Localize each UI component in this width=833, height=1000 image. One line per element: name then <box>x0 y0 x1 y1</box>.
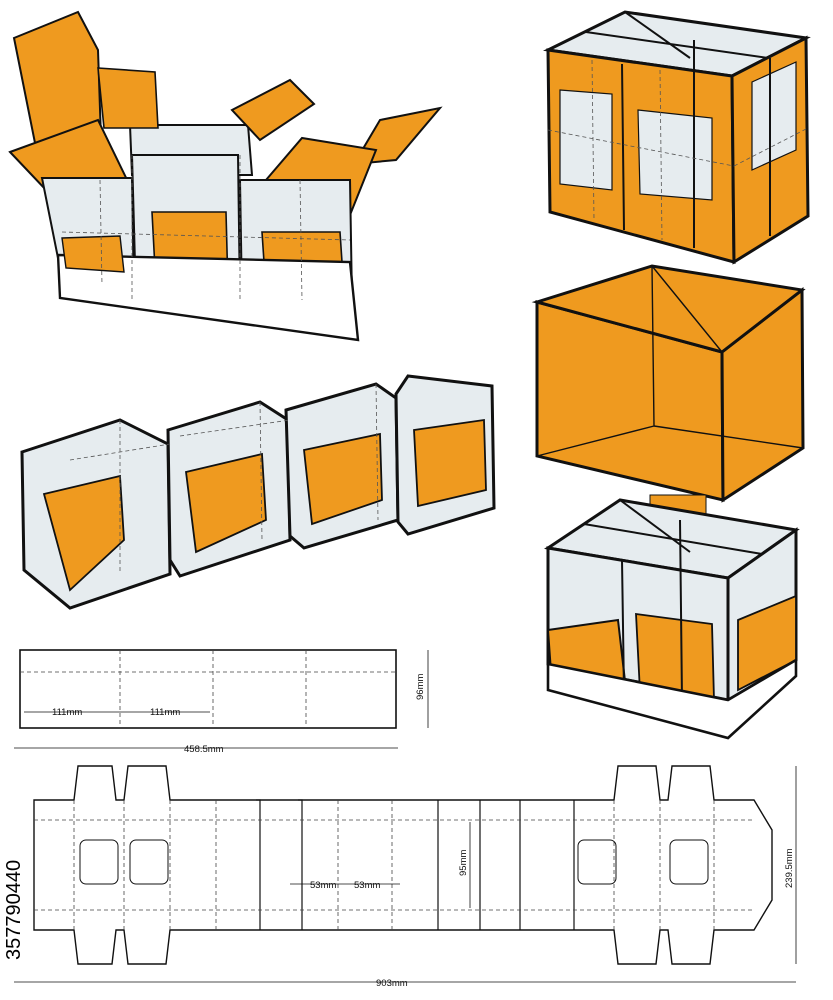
cube-dashed-lines <box>547 59 809 241</box>
dieline-window-2 <box>129 839 169 885</box>
total-width-label: 903mm <box>376 978 408 989</box>
cell4-window <box>413 418 487 508</box>
insert-assembly <box>544 498 800 740</box>
dieline-window-3 <box>577 839 617 885</box>
cube-inner-cutout-center <box>637 109 713 201</box>
flat-width-label-1: 111mm <box>52 707 82 718</box>
four-cell-insert <box>20 374 496 610</box>
dieline-window-1 <box>79 839 119 885</box>
stock-id-text: 357790440 <box>3 860 25 960</box>
cube-inner-cutout-left <box>559 89 613 191</box>
box-inner-tray-left <box>61 235 125 273</box>
flat-total-label: 458.5mm <box>184 744 224 755</box>
insert-dash-lines <box>69 383 379 574</box>
dieline-tabs <box>256 799 575 930</box>
inner-width-label-right: 53mm <box>354 880 380 891</box>
flat-height-label: 96mm <box>415 674 426 700</box>
open-flap-right-top <box>230 78 316 142</box>
flat-panel-fold-lines <box>20 650 396 728</box>
flat-panel-drawing: 111mm 111mm 96mm 458.5mm <box>14 649 429 755</box>
closed-cube <box>542 10 811 265</box>
cube-inner-cutout-right <box>751 61 797 171</box>
open-flap-left-top <box>97 67 159 129</box>
orange-outer-sleeve <box>531 264 806 518</box>
flat-width-label-2: 111mm <box>150 707 180 718</box>
inner-width-label-left: 53mm <box>310 880 336 891</box>
sleeve-top <box>531 264 806 354</box>
box-fold-lines <box>61 155 351 301</box>
cube-division-lines <box>585 11 771 248</box>
full-dieline: 53mm 53mm 95mm 239.5mm 903mm <box>14 765 797 989</box>
cell3-window <box>303 432 383 526</box>
insert-bottom-rim <box>546 657 798 740</box>
open-carrier-box <box>8 10 443 342</box>
flat-panel-outline <box>19 649 397 729</box>
dieline-fold-lines <box>34 800 754 930</box>
cell1-window <box>42 474 125 592</box>
box-base <box>56 253 360 342</box>
sleeve-inner-edges <box>536 265 804 457</box>
window-height-label: 95mm <box>458 850 469 876</box>
cell2-window <box>185 452 267 554</box>
total-height-label: 239.5mm <box>784 848 795 888</box>
insert-division-lines <box>583 499 763 701</box>
dieline-outline <box>33 765 773 965</box>
dieline-window-4 <box>669 839 709 885</box>
